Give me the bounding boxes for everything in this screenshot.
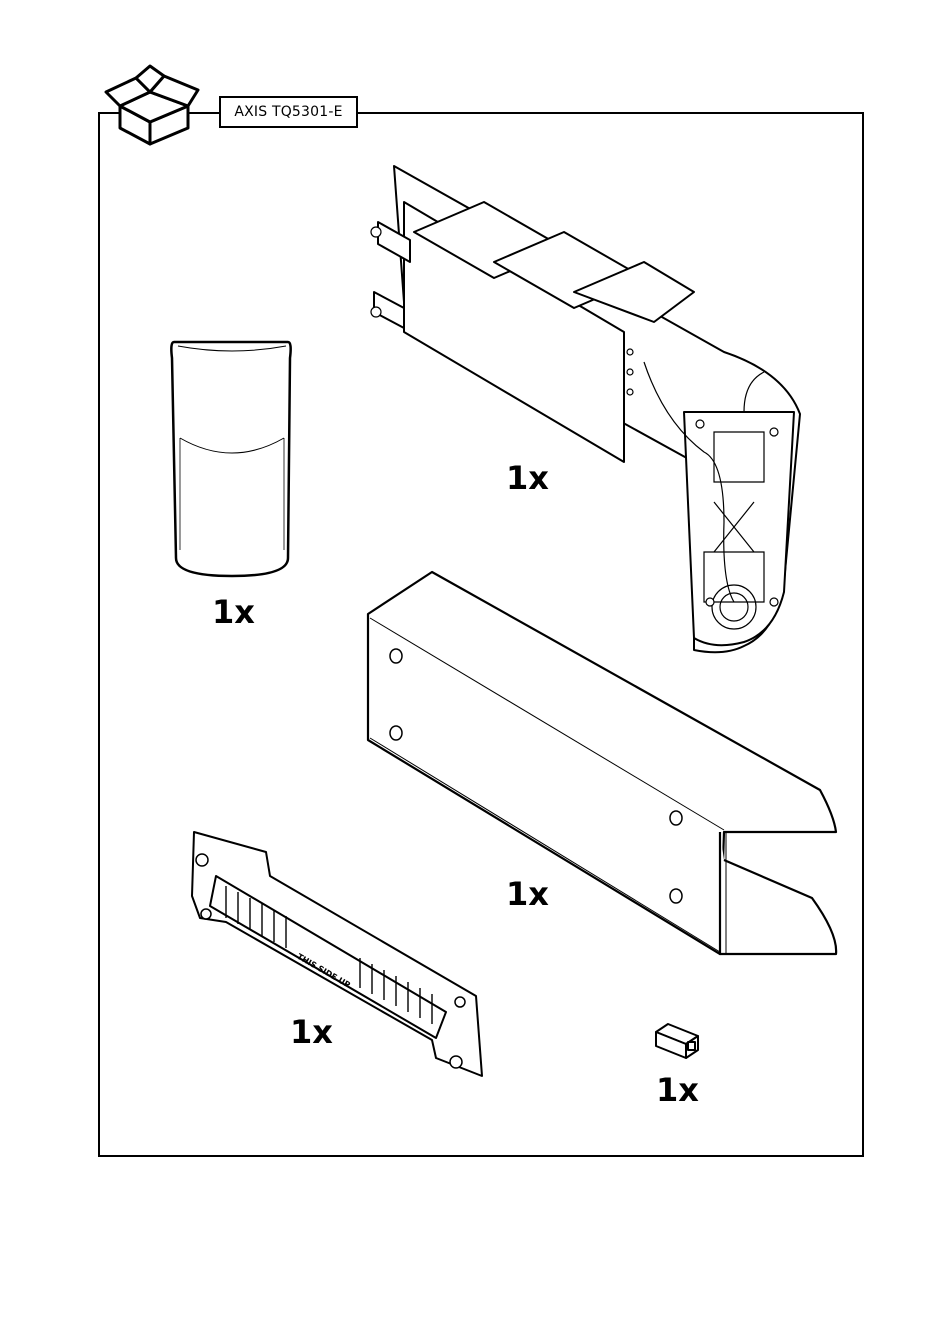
drill-bracket-icon: [186, 826, 486, 1080]
product-label: AXIS TQ5301-E: [219, 96, 358, 128]
quantity-label: 1x: [212, 596, 255, 628]
open-box-icon: [100, 64, 200, 146]
quantity-label: 1x: [506, 462, 549, 494]
quantity-label: 1x: [506, 878, 549, 910]
rj45-coupler-icon: [652, 1022, 700, 1060]
quantity-label: 1x: [290, 1016, 333, 1048]
quantity-label: 1x: [656, 1074, 699, 1106]
weathershield-cover-icon: [168, 338, 296, 580]
